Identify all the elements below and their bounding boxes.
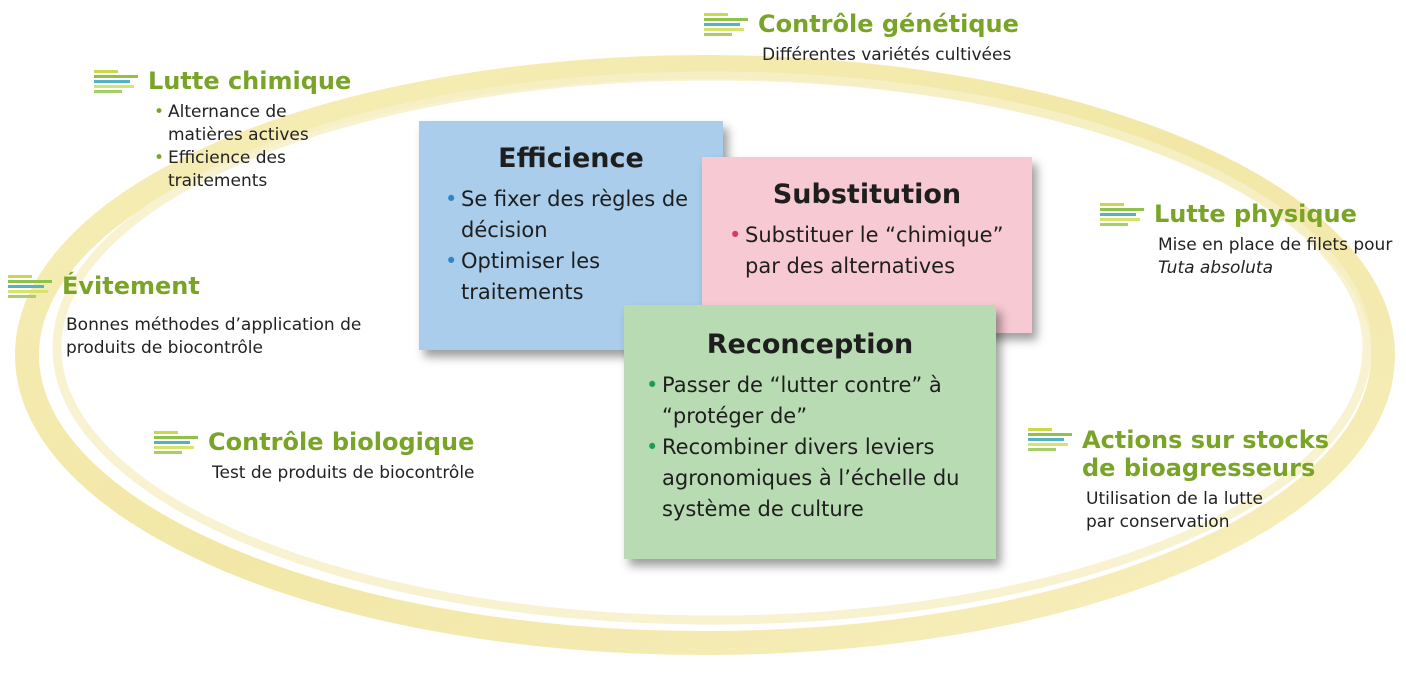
list-item: •Optimiser les traitements (445, 246, 723, 308)
stripes-icon (94, 70, 138, 93)
lever-description: Mise en place de filets pour Tuta absolu… (1158, 235, 1393, 278)
list-item: •Passer de “lutter contre” à “protéger d… (646, 370, 996, 432)
bullet-icon: • (445, 249, 458, 273)
list-item: •Recombiner divers leviers agronomiques … (646, 432, 996, 525)
species-name: Tuta absoluta (1158, 258, 1273, 278)
lever-description: Utilisation de la lutte par conservation (1086, 489, 1264, 532)
lever-controle-genetique: Contrôle génétique Différentes variétés … (704, 10, 1019, 67)
lever-title: Actions sur stocks de bioagresseurs (1082, 426, 1329, 482)
bullet-icon: • (646, 373, 659, 397)
bullet-icon: • (646, 435, 659, 459)
card-title: Substitution (772, 179, 962, 210)
lever-title: Évitement (62, 272, 200, 300)
lever-description: Différentes variétés cultivées (762, 45, 1012, 65)
bullet-icon: • (154, 102, 165, 122)
list-item: •Se fixer des règles de décision (445, 184, 723, 246)
lever-controle-biologique: Contrôle biologique Test de produits de … (154, 428, 475, 485)
lever-actions-stocks: Actions sur stocks de bioagresseurs Util… (1028, 426, 1332, 534)
card-reconception: Reconception •Passer de “lutter contre” … (624, 305, 996, 559)
stripes-icon (1100, 203, 1144, 226)
lever-lutte-chimique: Lutte chimique •Alternance de matières a… (94, 67, 352, 193)
lever-title: Lutte chimique (148, 67, 352, 95)
lever-title: Contrôle génétique (758, 10, 1019, 38)
lever-title: Contrôle biologique (208, 428, 475, 456)
lever-description: Bonnes méthodes d’application de produit… (66, 315, 362, 358)
stripes-icon (8, 275, 52, 298)
list-item: •Alternance de matières actives (154, 102, 309, 145)
lever-description: Test de produits de biocontrôle (212, 463, 475, 483)
lever-title: Lutte physique (1154, 200, 1357, 228)
card-title: Efficience (498, 143, 644, 174)
list-item: •Efficience des traitements (154, 148, 286, 191)
stripes-icon (704, 13, 748, 36)
lever-evitement: Évitement Bonnes méthodes d’application … (8, 272, 396, 360)
list-item: •Substituer le “chimique” par des altern… (729, 220, 1032, 282)
stripes-icon (1028, 428, 1072, 451)
lever-lutte-physique: Lutte physique Mise en place de filets p… (1100, 200, 1398, 280)
bullet-icon: • (729, 223, 742, 247)
card-substitution: Substitution •Substituer le “chimique” p… (702, 157, 1032, 333)
card-title: Reconception (706, 329, 914, 360)
bullet-icon: • (445, 187, 458, 211)
bullet-icon: • (154, 148, 165, 168)
stripes-icon (154, 431, 198, 454)
